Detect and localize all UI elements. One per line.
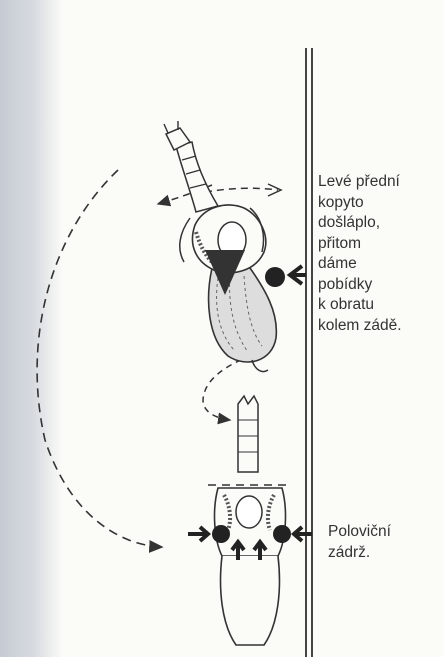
caption-half-halt: Poloviční zádrž.: [328, 522, 438, 563]
right-aid-arrow: [294, 527, 312, 541]
lower-horse-right-aid: [273, 525, 291, 543]
upper-horse: [164, 121, 306, 372]
caption-pirouette-step: Levé přední kopyto došláplo, přitom dáme…: [318, 172, 438, 336]
upper-horse-aid-arrow: [290, 266, 306, 284]
upper-horse-leg-aid: [265, 267, 285, 287]
left-aid-arrow: [188, 527, 208, 541]
upper-horse-hindquarters: [209, 268, 277, 362]
arena-wall: [306, 48, 312, 657]
lower-horse-head: [238, 396, 258, 472]
lower-horse: [188, 396, 312, 645]
dashed-turn-arc: [37, 170, 162, 547]
lower-horse-saddle: [236, 496, 262, 528]
upper-horse-neck: [176, 142, 218, 212]
lower-horse-hindquarters: [221, 556, 280, 645]
dashed-arrow-to-wall: [205, 188, 278, 192]
upper-horse-saddle: [218, 222, 246, 258]
lower-horse-left-aid: [212, 525, 230, 543]
